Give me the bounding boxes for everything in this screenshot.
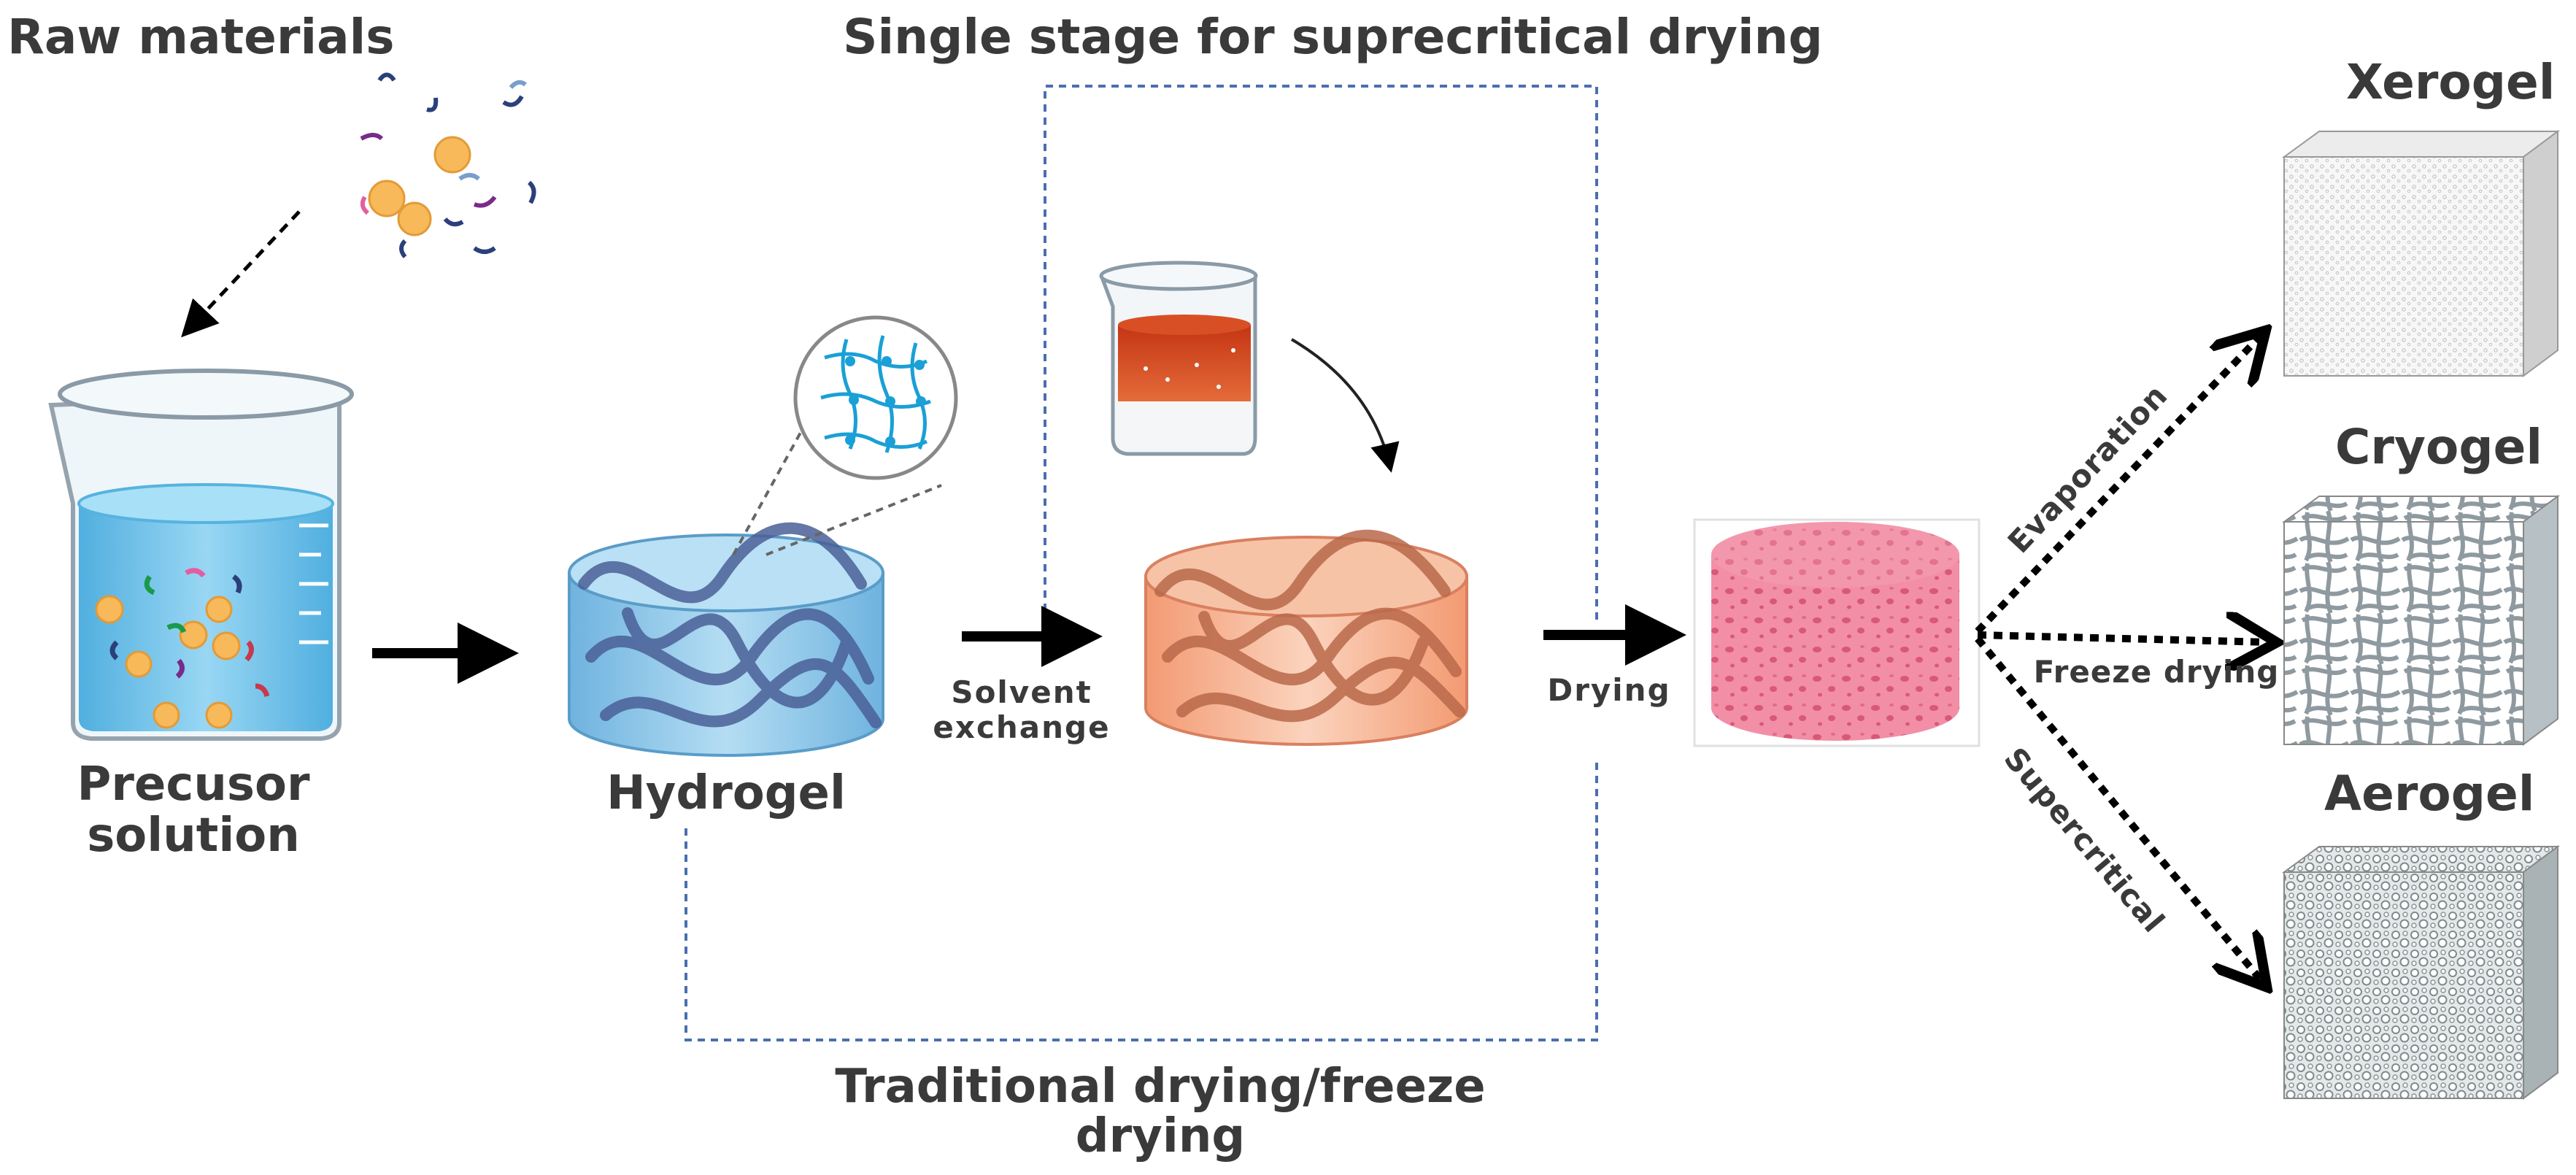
xerogel-label: Xerogel xyxy=(2346,54,2556,110)
traditional-title-line1: Traditional drying/freeze xyxy=(835,1060,1486,1114)
solvent-line1: Solvent xyxy=(951,674,1092,710)
solvent-line2: exchange xyxy=(933,709,1111,745)
drying-label: Drying xyxy=(1547,672,1671,708)
raw-materials-label: Raw materials xyxy=(7,9,395,65)
precursor-line2: solution xyxy=(87,809,300,863)
evaporation-arrow xyxy=(1975,336,2261,634)
hydrogel-label: Hydrogel xyxy=(606,766,846,820)
cryogel-cube-icon xyxy=(2281,495,2561,746)
xerogel-cube-icon xyxy=(2281,130,2561,377)
single-stage-title: Single stage for suprecritical drying xyxy=(843,9,1823,65)
freeze-drying-label: Freeze drying xyxy=(2033,654,2280,690)
single-stage-frame xyxy=(1044,85,1598,624)
precursor-line1: Precusor xyxy=(77,758,310,812)
solvent-pour-arrow xyxy=(1290,338,1400,473)
precursor-beaker-icon xyxy=(48,369,354,741)
traditional-frame xyxy=(685,759,1598,1041)
solvent-beaker-icon xyxy=(1099,261,1258,456)
aerogel-label: Aerogel xyxy=(2324,766,2535,822)
zoom-line-right xyxy=(766,484,942,556)
supercritical-arrow xyxy=(1975,636,2262,982)
traditional-title-line2: drying xyxy=(1075,1109,1246,1163)
precursor-solution-label: Precusor solution xyxy=(47,759,339,861)
polymer-network-zoom-icon xyxy=(793,315,958,480)
traditional-drying-title: Traditional drying/freeze drying xyxy=(788,1062,1532,1161)
zoom-line-left xyxy=(732,408,815,555)
freeze-drying-arrow xyxy=(1977,635,2270,642)
raw-to-precursor-arrow xyxy=(181,210,301,338)
solvent-exchange-label: Solvent exchange xyxy=(916,675,1127,745)
aerogel-cube-icon xyxy=(2281,845,2561,1100)
cryogel-label: Cryogel xyxy=(2335,419,2542,475)
hydrogel-puck-icon xyxy=(568,522,884,757)
porous-sponge-icon xyxy=(1693,518,1981,747)
raw-materials-particles-icon xyxy=(360,72,536,258)
organogel-puck-icon xyxy=(1144,529,1468,746)
